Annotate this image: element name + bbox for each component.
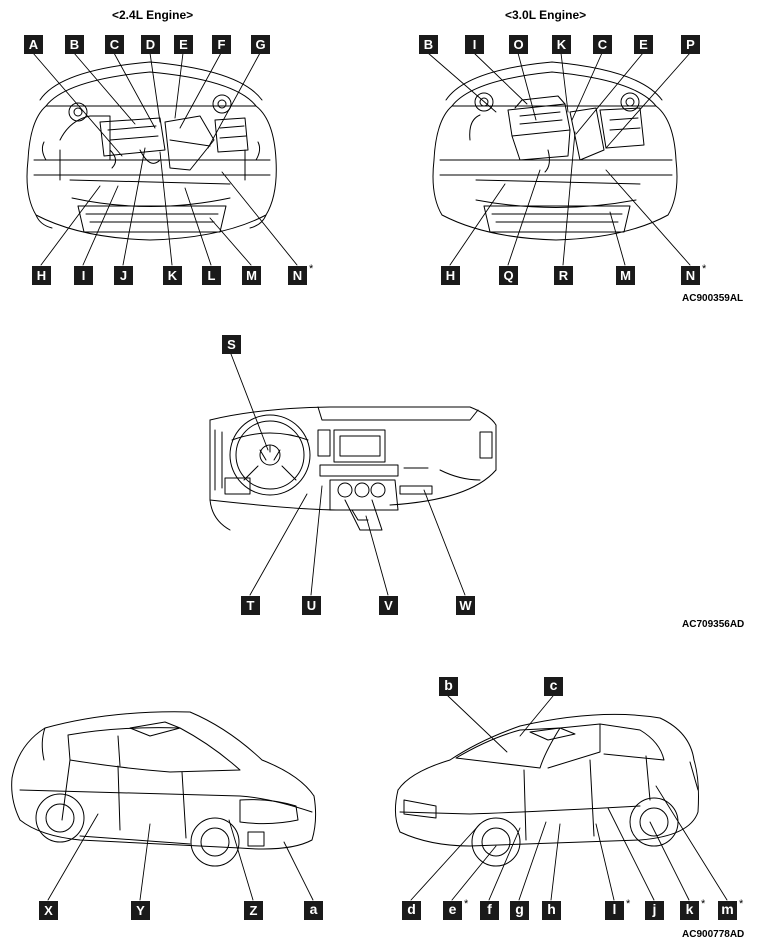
asterisk-mark: *	[464, 898, 469, 910]
dashboard-leaders	[230, 353, 466, 596]
callout-a: a	[304, 901, 323, 920]
callout-e: e	[443, 901, 462, 920]
callout-S: S	[222, 335, 241, 354]
engine-30-drawing	[432, 61, 678, 241]
callout-N: N	[288, 266, 307, 285]
asterisk-mark: *	[309, 263, 314, 275]
callout-R: R	[554, 266, 573, 285]
callout-N: N	[681, 266, 700, 285]
engine-24-drawing	[26, 61, 277, 241]
callout-L: L	[202, 266, 221, 285]
callout-K: K	[163, 266, 182, 285]
callout-h: h	[542, 901, 561, 920]
callout-F: F	[212, 35, 231, 54]
callout-g: g	[510, 901, 529, 920]
vehicle-left-leaders	[47, 813, 314, 901]
callout-E: E	[174, 35, 193, 54]
callout-M: M	[616, 266, 635, 285]
asterisk-mark: *	[626, 898, 631, 910]
callout-G: G	[251, 35, 270, 54]
callout-I: I	[74, 266, 93, 285]
callout-H: H	[441, 266, 460, 285]
vehicle-right-drawing	[394, 713, 699, 867]
callout-V: V	[379, 596, 398, 615]
callout-E: E	[634, 35, 653, 54]
callout-C: C	[105, 35, 124, 54]
callout-P: P	[681, 35, 700, 54]
figure-code-dashboard: AC709356AD	[682, 619, 745, 630]
callout-Q: Q	[499, 266, 518, 285]
callout-B: B	[65, 35, 84, 54]
figure-code-engine: AC900359AL	[682, 293, 744, 304]
asterisk-mark: *	[701, 898, 706, 910]
callout-m: m	[718, 901, 737, 920]
callout-M: M	[242, 266, 261, 285]
callout-H: H	[32, 266, 51, 285]
callout-D: D	[141, 35, 160, 54]
callout-f: f	[480, 901, 499, 920]
callout-b: b	[439, 677, 458, 696]
callout-d: d	[402, 901, 421, 920]
dashboard-drawing	[209, 406, 497, 531]
callout-B: B	[419, 35, 438, 54]
callout-k: k	[680, 901, 699, 920]
callout-O: O	[509, 35, 528, 54]
engine-30-heading: <3.0L Engine>	[505, 8, 587, 22]
engine-30-leaders	[427, 52, 691, 266]
vehicle-left-drawing	[11, 711, 317, 867]
callout-l: l	[605, 901, 624, 920]
engine-24-leaders	[32, 52, 298, 266]
callout-j: j	[645, 901, 664, 920]
callout-W: W	[456, 596, 475, 615]
callout-X: X	[39, 901, 58, 920]
asterisk-mark: *	[702, 263, 707, 275]
callout-A: A	[24, 35, 43, 54]
callout-C: C	[593, 35, 612, 54]
callout-Z: Z	[244, 901, 263, 920]
callout-J: J	[114, 266, 133, 285]
callout-T: T	[241, 596, 260, 615]
vehicle-right-leaders	[410, 695, 728, 901]
callout-U: U	[302, 596, 321, 615]
callout-I: I	[465, 35, 484, 54]
callout-Y: Y	[131, 901, 150, 920]
asterisk-mark: *	[739, 898, 744, 910]
figure-code-vehicle: AC900778AD	[682, 929, 745, 940]
engine-24-heading: <2.4L Engine>	[112, 8, 194, 22]
callout-c: c	[544, 677, 563, 696]
callout-K: K	[552, 35, 571, 54]
